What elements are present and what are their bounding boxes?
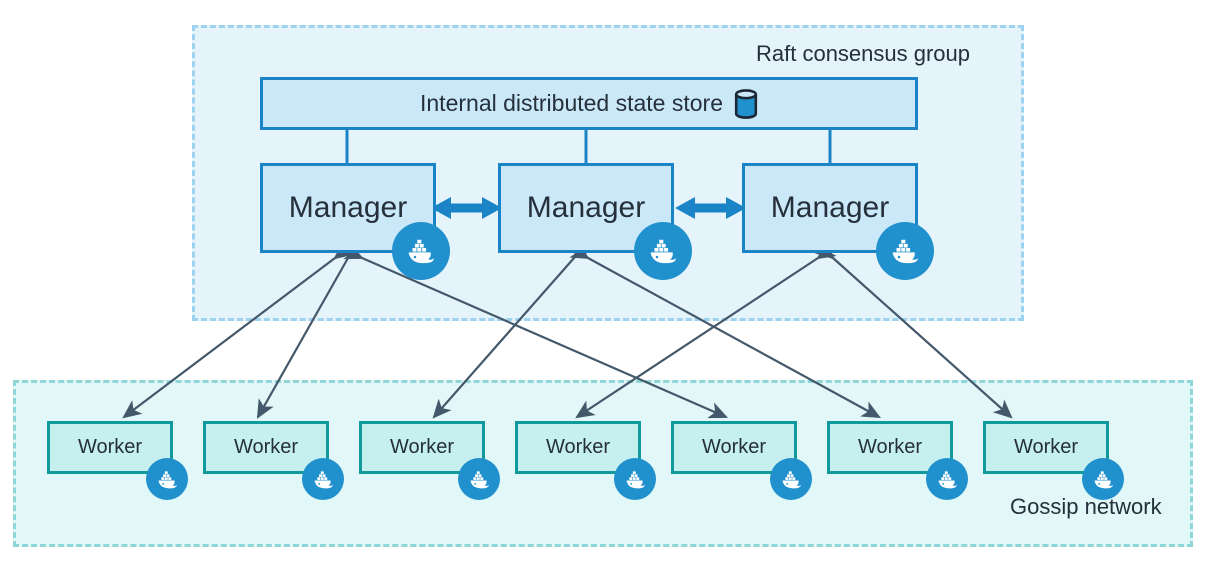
- raft-consensus-group-label: Raft consensus group: [756, 41, 971, 66]
- database-cylinder-icon: [734, 88, 758, 119]
- worker-node-5[interactable]: Worker: [671, 421, 797, 474]
- docker-whale-icon-worker-5: [770, 458, 812, 500]
- docker-whale-icon-manager-2: [634, 222, 692, 280]
- docker-whale-icon-worker-3: [458, 458, 500, 500]
- docker-whale-icon-worker-4: [614, 458, 656, 500]
- worker-node-2-label: Worker: [233, 436, 299, 458]
- docker-whale-icon-worker-6: [926, 458, 968, 500]
- worker-node-6-label: Worker: [857, 436, 923, 458]
- docker-whale-icon-worker-1: [146, 458, 188, 500]
- worker-node-7-label: Worker: [1013, 436, 1079, 458]
- state-store-label: Internal distributed state store: [420, 90, 723, 116]
- worker-node-3-label: Worker: [389, 436, 455, 458]
- docker-whale-icon-manager-3: [876, 222, 934, 280]
- docker-whale-icon-worker-2: [302, 458, 344, 500]
- docker-whale-icon-worker-7: [1082, 458, 1124, 500]
- manager-node-3-label: Manager: [770, 191, 890, 224]
- worker-node-4-label: Worker: [545, 436, 611, 458]
- worker-node-1-label: Worker: [77, 436, 143, 458]
- worker-node-5-label: Worker: [701, 436, 767, 458]
- gossip-network-label: Gossip network: [1010, 494, 1162, 519]
- manager-node-2-label: Manager: [526, 191, 646, 224]
- internal-state-store-box[interactable]: Internal distributed state store: [260, 77, 918, 130]
- docker-whale-icon-manager-1: [392, 222, 450, 280]
- manager-node-1-label: Manager: [288, 191, 408, 224]
